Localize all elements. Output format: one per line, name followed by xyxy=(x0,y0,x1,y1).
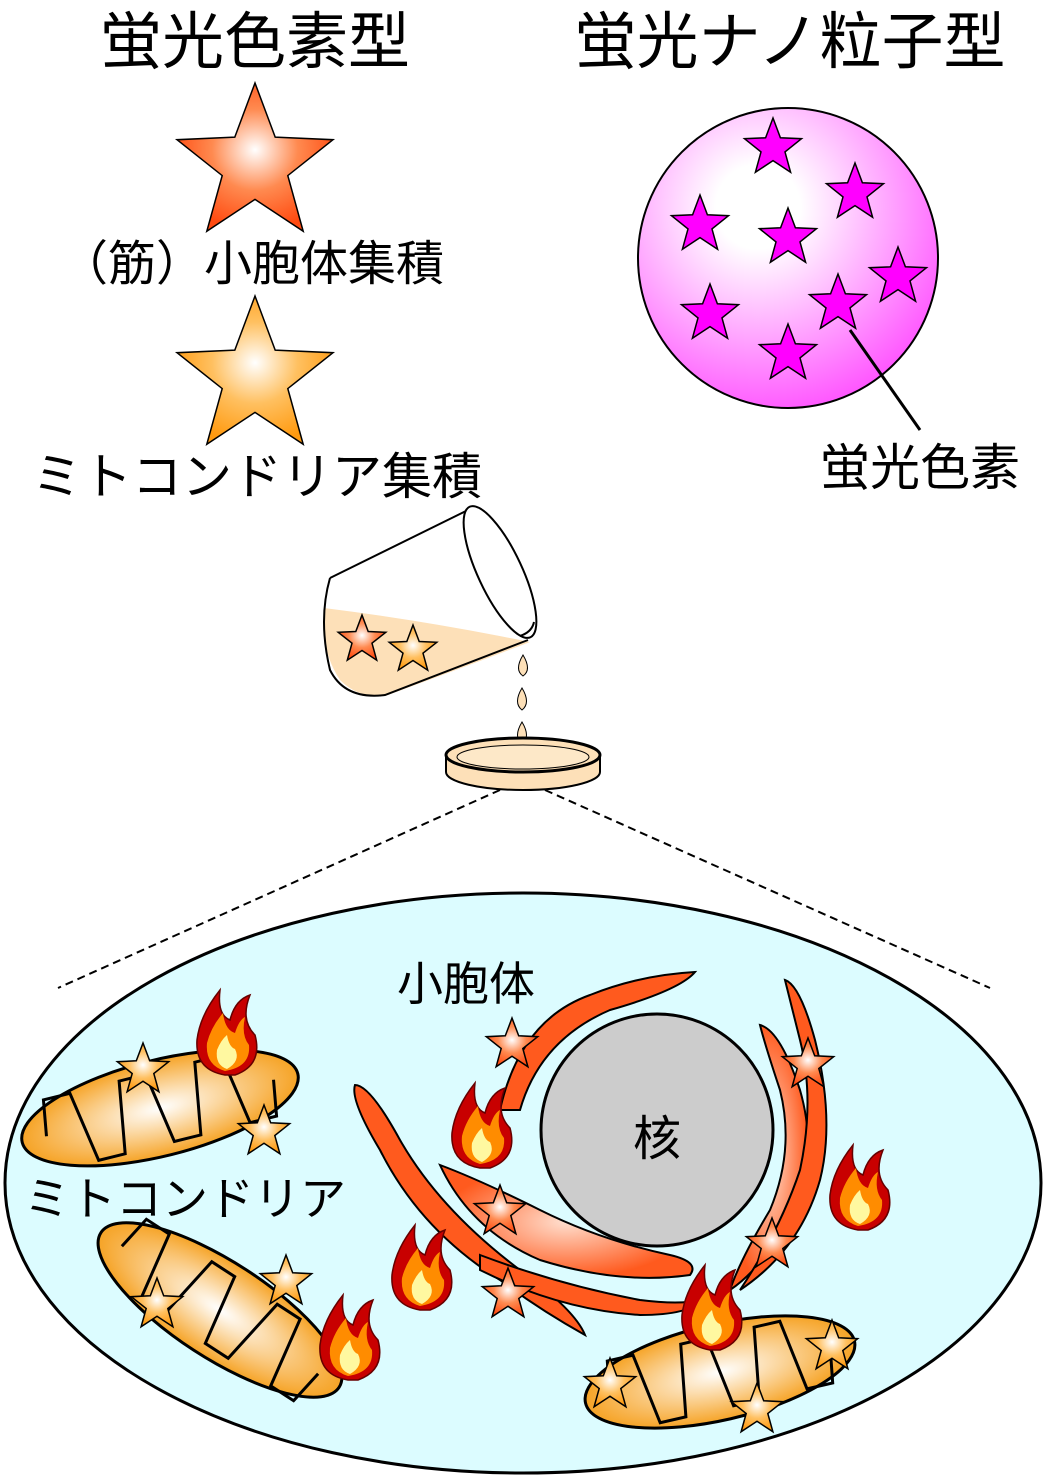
label-fluorescent-dye: 蛍光色素 xyxy=(820,439,1020,497)
er-star-icon xyxy=(780,1035,836,1089)
leader-line xyxy=(848,329,922,431)
nano-dye-star-icon xyxy=(824,160,886,220)
drops xyxy=(517,654,528,745)
er-star-icon xyxy=(484,1015,540,1069)
nucleus xyxy=(539,1012,775,1248)
label-mitochondria: ミトコンドリア xyxy=(24,1172,346,1226)
nano-dye-star-icon xyxy=(679,281,741,341)
mito-star-icon xyxy=(729,1380,785,1434)
mito-star-icon xyxy=(236,1102,292,1156)
mito-star-icon xyxy=(115,1040,171,1094)
flame-icon xyxy=(196,987,258,1076)
flame-icon xyxy=(319,1292,381,1381)
nano-dye-star-icon xyxy=(867,244,929,304)
mito-star-icon xyxy=(582,1355,638,1409)
beaker xyxy=(323,505,538,697)
mito-star-icon xyxy=(129,1275,185,1329)
label-nucleus: 核 xyxy=(633,1111,681,1167)
er-dye-star-icon xyxy=(174,80,336,234)
label-er: 小胞体 xyxy=(397,957,535,1011)
mito-dye-star-icon xyxy=(174,293,336,447)
flame-icon xyxy=(451,1080,513,1169)
label-er-accumulation: （筋）小胞体集積 xyxy=(60,236,444,292)
label-mito-accumulation: ミトコンドリア集積 xyxy=(32,448,482,506)
beaker-er-star-icon xyxy=(336,612,388,662)
mitochondrion xyxy=(96,1217,344,1403)
zoom-line-left xyxy=(57,789,501,989)
er-star-icon xyxy=(472,1182,528,1236)
title-dye-type: 蛍光色素型 xyxy=(100,5,410,78)
flame-icon xyxy=(829,1142,891,1231)
mito-star-icon xyxy=(258,1252,314,1306)
nano-dye-star-icon xyxy=(742,115,804,175)
er-star-icon xyxy=(480,1265,536,1319)
zoom-line-right xyxy=(544,789,991,989)
beaker-mito-star-icon xyxy=(387,622,439,672)
nano-dye-star-icon xyxy=(669,192,731,252)
title-nanoparticle-type: 蛍光ナノ粒子型 xyxy=(575,5,1006,78)
nano-dye-star-icon xyxy=(757,205,819,265)
mito-star-icon xyxy=(804,1317,860,1371)
nano-dye-star-icon xyxy=(757,321,819,381)
petri-dish xyxy=(444,736,602,791)
flame-icon xyxy=(681,1262,743,1351)
er-star-icon xyxy=(744,1215,800,1269)
flame-icon xyxy=(391,1222,453,1311)
nano-dye-star-icon xyxy=(807,271,869,331)
